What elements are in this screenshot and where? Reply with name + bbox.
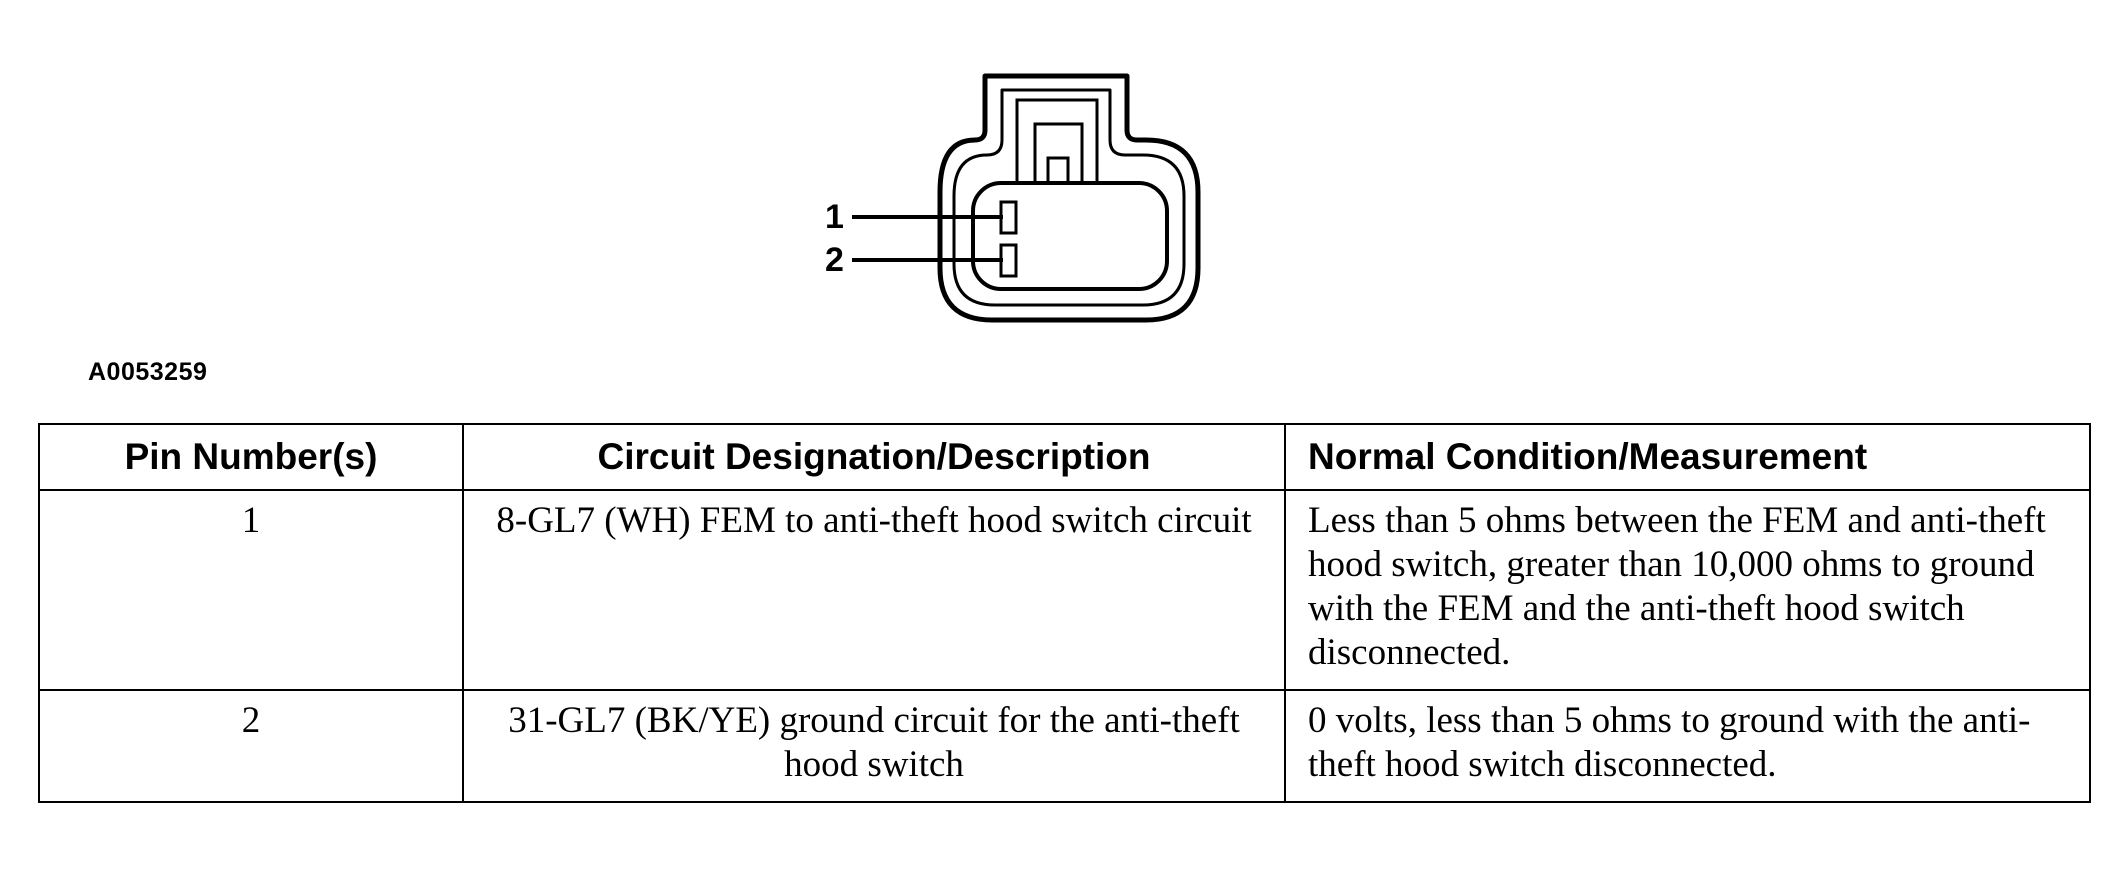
- pin-1-label: 1: [825, 198, 844, 236]
- connector-face-drawing: [852, 73, 1201, 323]
- connector-inner-shell: [952, 88, 1186, 307]
- pin-2-label: 2: [825, 241, 844, 279]
- row-1-pin: 1: [38, 489, 464, 691]
- row-1-circuit: 8-GL7 (WH) FEM to anti-theft hood switch…: [462, 489, 1286, 691]
- table-row: 2 31-GL7 (BK/YE) ground circuit for the …: [38, 689, 2091, 803]
- pinout-table: Pin Number(s) Circuit Designation/Descri…: [38, 423, 2091, 803]
- terminal-cavity: [971, 181, 1169, 291]
- table-row: 1 8-GL7 (WH) FEM to anti-theft hood swit…: [38, 489, 2091, 691]
- locking-tab-notch: [1046, 156, 1070, 185]
- connector-diagram: 1 2: [0, 0, 2124, 340]
- row-2-circuit: 31-GL7 (BK/YE) ground circuit for the an…: [462, 689, 1286, 803]
- row-2-pin: 2: [38, 689, 464, 803]
- connector-outer-shell: [937, 73, 1201, 323]
- locking-tab: [1033, 122, 1084, 185]
- row-1-measurement: Less than 5 ohms between the FEM and ant…: [1284, 489, 2091, 691]
- pin-2-terminal: [999, 243, 1018, 278]
- pin-1-terminal: [999, 200, 1018, 235]
- table-header-row: Pin Number(s) Circuit Designation/Descri…: [38, 423, 2091, 491]
- header-circuit-designation: Circuit Designation/Description: [462, 423, 1286, 491]
- header-normal-condition: Normal Condition/Measurement: [1284, 423, 2091, 491]
- locking-tab-outline: [1015, 98, 1099, 183]
- row-2-measurement: 0 volts, less than 5 ohms to ground with…: [1284, 689, 2091, 803]
- header-pin-numbers: Pin Number(s): [38, 423, 464, 491]
- figure-id: A0053259: [88, 358, 208, 386]
